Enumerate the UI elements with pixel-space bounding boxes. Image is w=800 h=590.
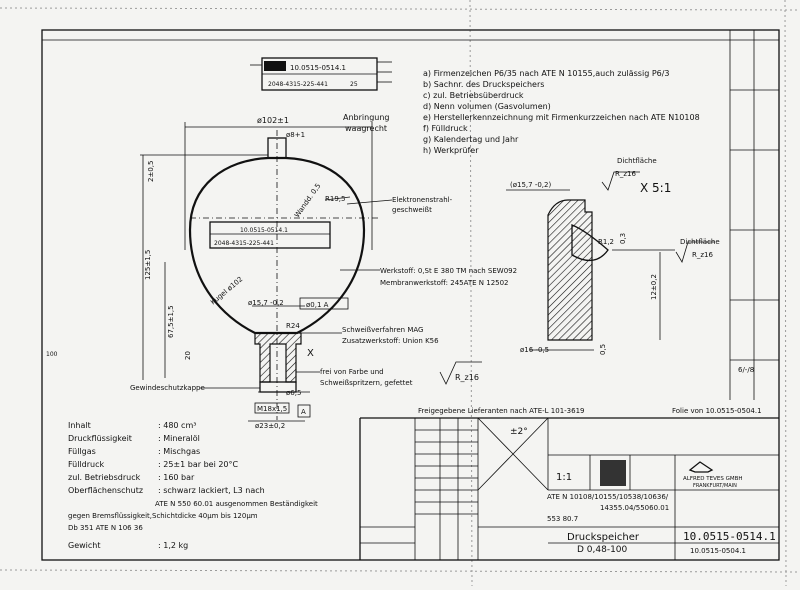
datum-a: A [301, 408, 306, 416]
spec-value-3: : 25±1 bar bei 20°C [158, 460, 239, 469]
detail-dichtflaeche-1: Dichtfläche [617, 157, 657, 165]
freigabe-text: Freigegebene Lieferanten nach ATE-L 101-… [418, 407, 584, 415]
scale-value: 1:1 [556, 472, 572, 483]
dim-d102: ø102±1 [257, 116, 289, 125]
nameplate-line2: 2048-4315-225-441 [268, 81, 328, 88]
product-name: Druckspeicher [567, 532, 640, 543]
detail-r12: R1,2 [598, 238, 614, 246]
dim-2: 2±0,5 [147, 161, 155, 182]
legend-d: d) Nenn volumen (Gasvolumen) [423, 102, 551, 111]
dim-675: 67,5±1,5 [167, 305, 175, 338]
weight-value: : 1,2 kg [158, 541, 188, 550]
dim-r195: R19,5 [325, 195, 345, 203]
detail-d16: ø16 -0,5 [520, 346, 549, 354]
weight-key: Gewicht [68, 541, 101, 550]
spec-key-3: Fülldruck [68, 460, 105, 469]
detail-dim-d157: (ø15,7 -0,2) [510, 181, 551, 189]
callout-schweiss-2: Zusatzwerkstoff: Union K56 [342, 337, 439, 345]
spec-value-2: : Mischgas [158, 447, 200, 456]
spec-key-0: Inhalt [68, 421, 91, 430]
wall-thickness-label: Wandd. 0,5 [293, 182, 322, 219]
callout-elektronen-2: geschweißt [392, 206, 432, 214]
nameplate-detail: 10.0515-0514.1 2048-4315-225-441 25 Anbr… [250, 57, 392, 133]
dim-d65: ø6,5 [286, 389, 301, 397]
detail-rz16-a: R_z16 [615, 170, 636, 178]
detail-rz16-b: R_z16 [692, 251, 713, 259]
nameplate-line3: 25 [350, 81, 358, 88]
legend-f: f) Fülldruck [423, 124, 468, 133]
tolerance-frame: ø0,1 A [306, 301, 329, 309]
detail-x-marker: X [307, 348, 314, 359]
spec-key-1: Druckflüssigkeit [68, 434, 132, 443]
spec-value-0: : 480 cm³ [158, 421, 196, 430]
spec-extra-0: ATE N 550 60.01 ausgenommen Beständigkei… [155, 500, 318, 508]
callout-werkstoff: Werkstoff: 0,St E 380 TM nach SEW092 [380, 267, 517, 275]
norms-line3: 553 80.7 [547, 515, 578, 523]
callout-frei-1: frei von Farbe und [320, 368, 384, 376]
callout-schweiss-1: Schweißverfahren MAG [342, 326, 423, 334]
spec-value-1: : Mineralöl [158, 434, 200, 443]
marking-legend: a) Firmenzeichen P6/35 nach ATE N 10155,… [423, 69, 700, 155]
callout-membran: Membranwerkstoff: 245ATE N 12502 [380, 279, 509, 287]
nameplate-view-line1: 10.0515-0514.1 [240, 227, 288, 234]
spec-value-4: : 160 bar [158, 473, 195, 482]
dim-20: 20 [184, 351, 192, 360]
callouts: Elektronenstrahl- geschweißt Werkstoff: … [130, 196, 517, 392]
dim-d8: ø8+1 [286, 131, 305, 139]
spec-key-4: zul. Betriebsdruck [68, 473, 141, 482]
sheet-frame [41, 29, 780, 561]
product-model: D 0,48-100 [577, 545, 628, 555]
dim-r24: R24 [286, 322, 300, 330]
spec-key-5: Oberflächenschutz [68, 486, 143, 495]
detail-h12: 12±0,2 [650, 274, 658, 300]
company-city: FRANKFURT/MAIN [693, 483, 737, 489]
norms-line1: ATE N 10108/10155/10538/10636/ [547, 493, 669, 501]
specifications: Inhalt : 480 cm³ Druckflüssigkeit : Mine… [68, 421, 318, 550]
angle-tolerance: ±2° [510, 427, 528, 437]
spec-extra-1: gegen Bremsflüssigkeit,Schichtdicke 40µm… [68, 512, 258, 520]
detail-05: 0,5 [599, 344, 607, 355]
title-block: Freigegebene Lieferanten nach ATE-L 101-… [359, 407, 779, 560]
legend-b: b) Sachnr. des Druckspeichers [423, 80, 544, 89]
spec-extra-2: Db 351 ATE N 106 36 [68, 524, 143, 532]
callout-frei-2: Schweißspritzern, gefettet [320, 379, 413, 387]
margin-marker: 100 [46, 351, 58, 358]
nameplate-view-line2: 2048-4315-225-441 [214, 240, 274, 247]
legend-h: h) Werkprüfer [423, 146, 479, 155]
legend-c: c) zul. Betriebsüberdruck [423, 91, 524, 100]
norms-line2: 14355.04/55060.01 [600, 504, 669, 512]
legend-g: g) Kalendertag und Jahr [423, 135, 519, 144]
detail-x: (ø15,7 -0,2) X 5:1 Dichtfläche R_z16 R1,… [506, 157, 720, 355]
label-anbringung: Anbringung [343, 113, 390, 122]
callout-elektronen-1: Elektronenstrahl- [392, 196, 453, 204]
dim-d157: ø15,7 -0,2 [248, 299, 284, 307]
spec-key-2: Füllgas [68, 447, 96, 456]
legend-e: e) Herstellerkennzeichnung mit Firmenkur… [423, 113, 700, 122]
drawing-number-2: 10.0515-0504.1 [690, 547, 746, 555]
dim-d23: ø23±0,2 [255, 422, 285, 430]
callout-gewinde: Gewindeschutzkappe [130, 384, 205, 392]
nameplate-line1: 10.0515-0514.1 [290, 64, 346, 72]
spec-value-5: : schwarz lackiert, L3 nach [158, 486, 265, 495]
sphere-label: Kugel ø102 [209, 275, 244, 306]
detail-03: 0,3 [619, 233, 627, 244]
dim-height: 125±1,5 [144, 250, 152, 280]
legend-a: a) Firmenzeichen P6/35 nach ATE N 10155,… [423, 69, 670, 78]
dim-thread: M18x1,5 [257, 405, 287, 413]
ratio-marker: 6/-/8 [738, 366, 754, 374]
detail-scale-label: X 5:1 [640, 181, 671, 195]
label-waagerecht: waagrecht [345, 124, 387, 133]
drawing-number: 10.0515-0514.1 [683, 530, 776, 543]
company-name: ALFRED TEVES GMBH [683, 476, 743, 482]
folie-text: Folie von 10.0515-0504.1 [672, 407, 762, 415]
roughness-symbol: R_z16 [455, 373, 479, 382]
